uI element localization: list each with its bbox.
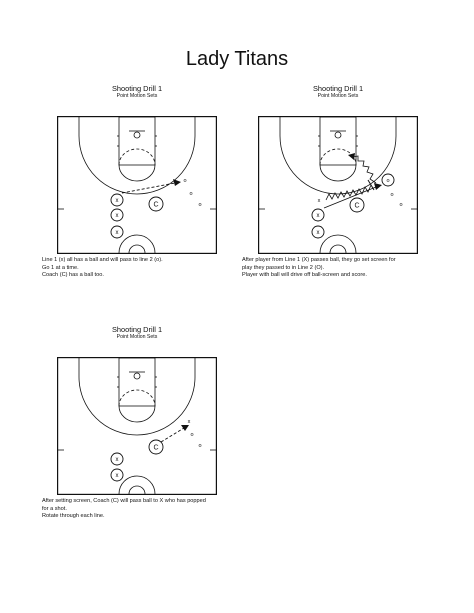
pass-line [121, 179, 181, 194]
marker-x-1: x [116, 457, 119, 463]
free-throw-lane [118, 116, 156, 166]
marker-o-1: o [190, 432, 193, 438]
marker-coach: C [354, 203, 359, 210]
pass-line [160, 425, 189, 443]
drill-2-header: Shooting Drill 1 Point Motion Sets [258, 84, 418, 100]
drill-2-caption: After player from Line 1 (X) passes ball… [242, 257, 396, 279]
marker-x-2: x [116, 473, 119, 479]
marker-x-1: x [116, 198, 119, 204]
drive-path [348, 153, 377, 184]
drill-3-caption: After setting screen, Coach (C) will pas… [42, 498, 206, 520]
line-1-players [110, 439, 164, 482]
free-throw-circle-top [118, 164, 156, 182]
line-1-players [311, 173, 395, 239]
free-throw-lane [319, 116, 357, 166]
half-court-circle [118, 475, 156, 495]
marker-x-2: x [116, 213, 119, 219]
drill-3-header: Shooting Drill 1 Point Motion Sets [57, 325, 217, 341]
drill-1-caption: Line 1 (x) all has a ball and will pass … [42, 257, 163, 279]
drill-1-subtitle: Point Motion Sets [116, 93, 158, 99]
center-circle-inner [329, 244, 347, 254]
three-point-arc [78, 117, 196, 195]
line-1-players [110, 193, 164, 239]
marker-o-1: o [183, 178, 186, 184]
half-court-circle [319, 234, 357, 254]
marker-o-3: o [198, 202, 201, 208]
marker-x-3: x [116, 230, 119, 236]
drill-2-subtitle: Point Motion Sets [317, 93, 359, 99]
court-border [57, 357, 217, 495]
free-throw-circle-bottom [319, 148, 357, 166]
basket [334, 131, 342, 139]
marker-o-2: o [189, 191, 192, 197]
free-throw-lane [118, 357, 156, 407]
marker-o-2: o [198, 443, 201, 449]
marker-x-2: x [317, 230, 320, 236]
drill-3-court: x x x C o o [57, 357, 217, 495]
drill-1-header: Shooting Drill 1 Point Motion Sets [57, 84, 217, 100]
drill-3-subtitle: Point Motion Sets [116, 334, 158, 340]
marker-x-shooter: x [188, 419, 191, 425]
screen-path [325, 179, 375, 201]
marker-x-moving: x [318, 198, 321, 204]
drill-3-title: Shooting Drill 1 [111, 325, 163, 334]
court-border [57, 116, 217, 254]
marker-coach: C [153, 445, 158, 452]
basket [133, 131, 141, 139]
free-throw-circle-bottom [118, 148, 156, 166]
center-circle-inner [128, 485, 146, 495]
half-court-circle [118, 234, 156, 254]
marker-o-ball: o [386, 178, 389, 184]
free-throw-circle-top [118, 405, 156, 423]
marker-o-2: o [390, 192, 393, 198]
marker-o-3: o [399, 202, 402, 208]
free-throw-circle-top [319, 164, 357, 182]
free-throw-circle-bottom [118, 389, 156, 407]
drill-2-title: Shooting Drill 1 [312, 84, 364, 93]
center-circle-inner [128, 244, 146, 254]
drill-1-court: x x x C o o o [57, 116, 217, 254]
marker-x-1: x [317, 213, 320, 219]
three-point-arc [78, 358, 196, 436]
page-title: Lady Titans [185, 48, 289, 70]
basket [133, 372, 141, 380]
marker-coach: C [153, 202, 158, 209]
three-point-arc [279, 117, 397, 195]
drill-1-title: Shooting Drill 1 [111, 84, 163, 93]
court-border [258, 116, 418, 254]
pass-line [323, 183, 382, 209]
drill-2-court: x x x C o o o [258, 116, 418, 254]
